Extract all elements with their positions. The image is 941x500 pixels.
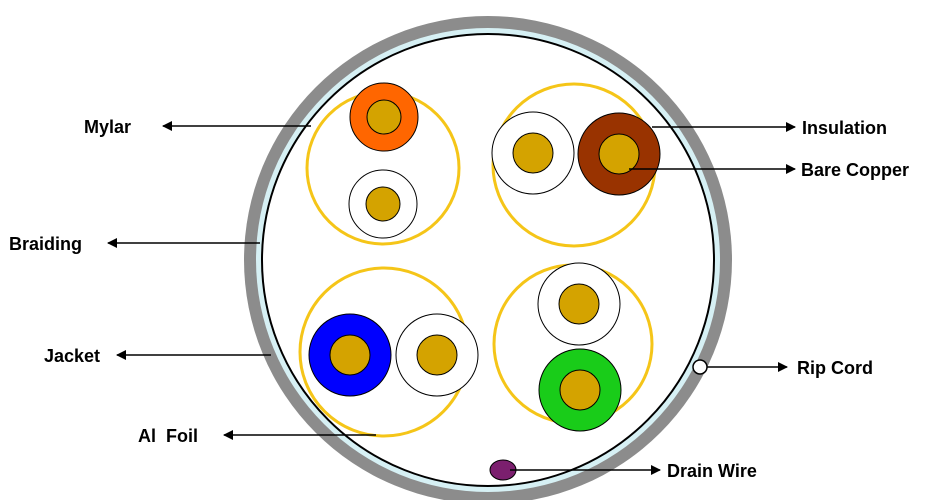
label-bare-copper: Bare Copper (801, 160, 909, 180)
copper-core (329, 334, 371, 376)
label-mylar: Mylar (84, 117, 131, 137)
pair-blue-white (298, 266, 479, 438)
copper-core (365, 186, 401, 222)
label-rip-cord: Rip Cord (797, 358, 873, 378)
rip-cord (692, 359, 708, 375)
label-braiding: Braiding (9, 234, 82, 254)
copper-core (558, 283, 600, 325)
pair-green-white (492, 262, 654, 432)
pair-orange-white (305, 82, 461, 246)
label-al-foil: Al Foil (138, 426, 198, 446)
pair-brown-white (491, 82, 661, 248)
copper-core (598, 133, 640, 175)
label-insulation: Insulation (802, 118, 887, 138)
al-foil-ring (261, 33, 715, 487)
copper-core (559, 369, 601, 411)
label-drain-wire: Drain Wire (667, 461, 757, 481)
copper-core (416, 334, 458, 376)
copper-core (366, 99, 402, 135)
label-jacket: Jacket (44, 346, 100, 366)
copper-core (512, 132, 554, 174)
